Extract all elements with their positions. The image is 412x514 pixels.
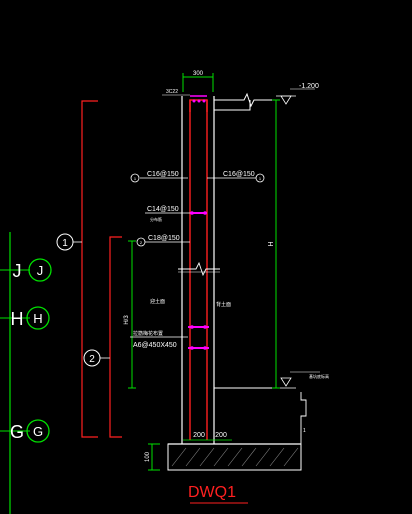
axis-label-h-left: H xyxy=(11,309,24,329)
callout-left-3-marker: 2 xyxy=(140,240,143,245)
axis-label-j: J xyxy=(37,263,44,278)
axis-label-h: H xyxy=(33,311,42,326)
axis-grid: J J H H G G xyxy=(0,232,52,514)
top-small-label: 3C22 xyxy=(166,89,178,95)
axis-label-g-left: G xyxy=(10,422,24,442)
dim-bottom-left: 200 xyxy=(193,432,205,439)
title-text: DWQ1 xyxy=(188,484,236,501)
dim-h: H xyxy=(268,99,280,389)
axis-label-j-left: J xyxy=(13,261,22,281)
elev-top-label: -1.200 xyxy=(299,83,319,90)
dim-top: 300 3C22 xyxy=(162,71,214,96)
zone-marker-2 xyxy=(83,349,101,367)
rebar-left-3: C18@150 xyxy=(148,235,180,242)
rebar-left-1: C16@150 xyxy=(147,171,179,178)
zone-marker-1 xyxy=(56,233,74,251)
rebar-left-2-sub: 分布筋 xyxy=(150,216,162,222)
dim-h3-label: H/3 xyxy=(124,315,130,325)
elev-bottom-label: 基坑底标高 xyxy=(309,373,329,379)
tie-note-2: A6@450X450 xyxy=(133,342,177,349)
top-break-symbol xyxy=(214,92,276,108)
elevation-top: -1.200 xyxy=(276,83,319,105)
callout-right-1: 1 C16@150 xyxy=(207,171,265,183)
foundation-right-marker: 1 xyxy=(303,428,306,434)
foundation: 1 100 200 200 xyxy=(145,392,307,471)
axis-bubble-g xyxy=(26,419,50,443)
face-right-label: 背土面 xyxy=(216,301,231,308)
callout-left-1: 1 C16@150 xyxy=(130,171,188,183)
dim-top-label: 300 xyxy=(193,71,204,77)
axis-bubble-h xyxy=(26,306,50,330)
callout-right-1-marker: 1 xyxy=(259,176,262,181)
callout-left-3: 2 C18@150 xyxy=(136,235,190,247)
axis-label-g: G xyxy=(33,424,43,439)
zone-marker-2-label: 2 xyxy=(89,354,95,365)
dim-bottom-right: 200 xyxy=(215,432,227,439)
zone-brackets xyxy=(73,100,122,438)
dim-h-label: H xyxy=(268,241,275,246)
dim-found-label: 100 xyxy=(145,451,151,462)
dim-h3: H/3 xyxy=(124,240,136,389)
drawing-title: DWQ1 xyxy=(188,484,248,504)
callout-left-2: C14@150 分布筋 xyxy=(145,206,207,222)
axis-bubble-j xyxy=(28,258,52,282)
rebar-left-2: C14@150 xyxy=(147,206,179,213)
rebar-right-1: C16@150 xyxy=(223,171,255,178)
zone-marker-1-label: 1 xyxy=(62,238,68,249)
callout-left-1-marker: 1 xyxy=(134,176,137,181)
elevation-bottom: 基坑底标高 xyxy=(276,371,329,389)
tie-note-1: 拉筋梅花布置 xyxy=(133,330,163,337)
face-left-label: 迎土面 xyxy=(150,298,165,305)
axis-bubble-j-left: J xyxy=(13,261,22,281)
tie-bars: 拉筋梅花布置 A6@450X450 xyxy=(130,325,209,350)
wall-body xyxy=(178,95,276,444)
